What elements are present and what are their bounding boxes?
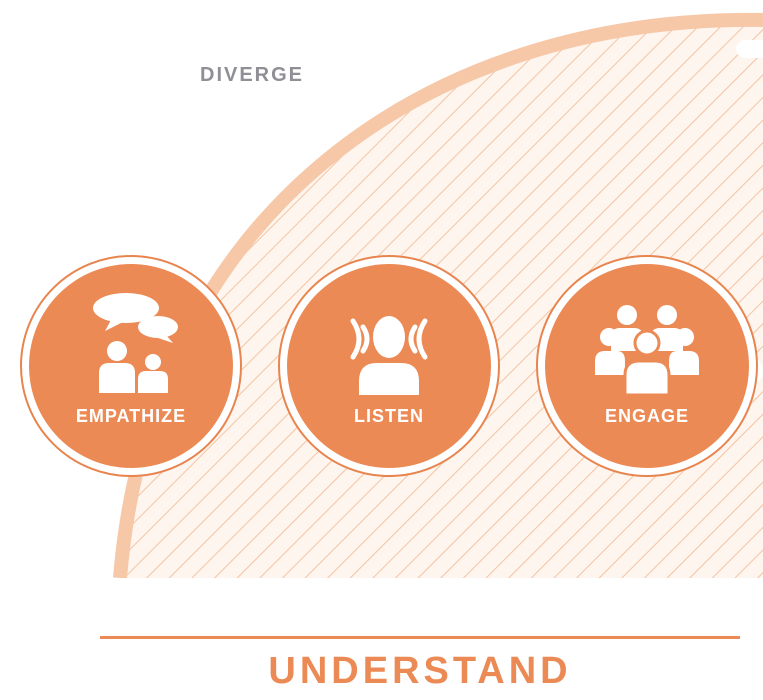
phase-label: DIVERGE [200, 64, 305, 86]
step-listen: LISTEN [278, 255, 500, 477]
edge-tab [736, 40, 763, 58]
arc-base-gap [70, 578, 763, 626]
step-label-engage: ENGAGE [604, 406, 689, 426]
stage-title: UNDERSTAND [268, 650, 572, 692]
step-empathize: EMPATHIZE [20, 255, 242, 477]
stage-divider [100, 636, 740, 639]
speech-bubbles-people-icon [93, 293, 178, 393]
step-label-listen: LISTEN [353, 406, 424, 426]
group-of-people-icon [595, 305, 699, 395]
step-label-empathize: EMPATHIZE [75, 406, 187, 426]
step-engage: ENGAGE [536, 255, 758, 477]
person-listening-icon [350, 316, 428, 395]
